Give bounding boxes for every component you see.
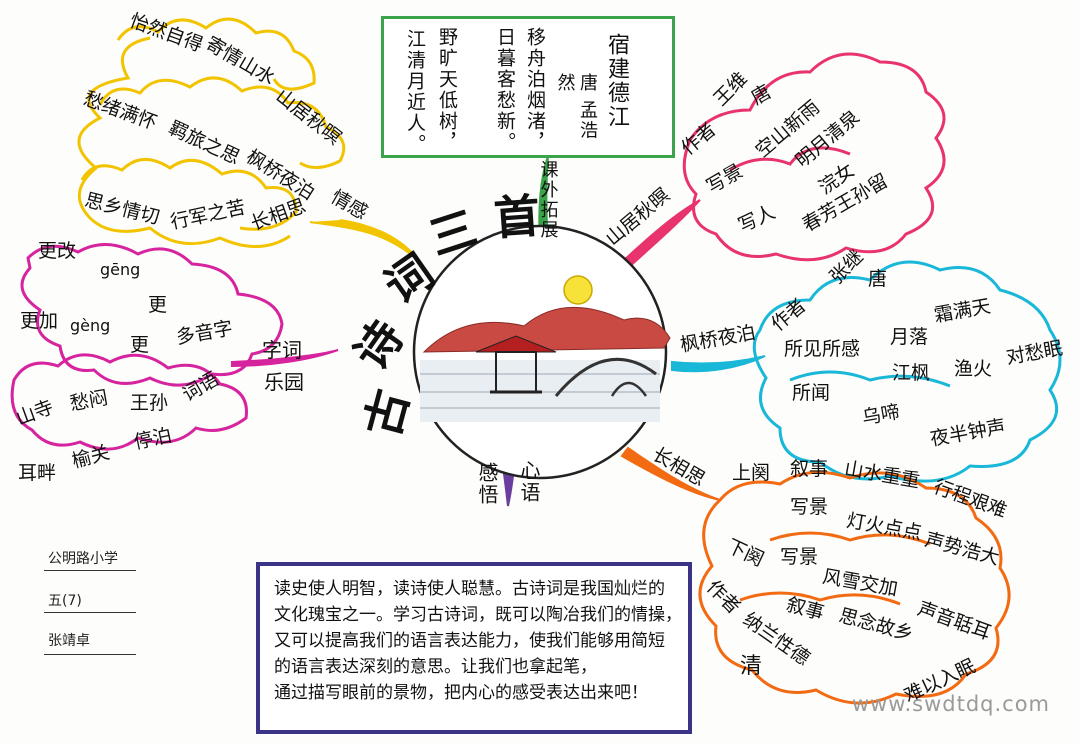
poem-line-2: 日暮客愁新。 [494,27,516,153]
fengqiao-seen-1: 月落 [890,326,929,348]
note-box: 读史使人明智，读诗使人聪慧。古诗词是我国灿烂的 文化瑰宝之一。学习古诗词，既可以… [256,562,692,734]
poem-box: 宿建德江 唐 孟浩然 移舟泊烟渚， 日暮客愁新。 野旷天低树， 江清月近人。 [381,16,675,158]
cxs-up-scene: 写景 [790,496,829,518]
phrase-3: 王孙 [130,392,169,414]
note-line-2: 文化瑰宝之一。学习古诗词，既可以陶冶我们的情操， [274,605,682,625]
shanju-clouds [682,52,946,262]
words-clouds [10,242,284,451]
title-char-5: 首 [492,188,542,246]
student-name: 张靖卓 [48,633,90,649]
words-item-4: 更加 [20,310,59,332]
changxiangsi-clouds [698,470,1011,705]
cxs-up-label: 上阕 [732,462,771,484]
extra-label: 课外拓展 [537,160,559,240]
fengqiao-dynasty: 唐 [868,268,888,290]
words-label-a: 字词 [262,338,302,362]
cxs-up-narr: 叙事 [790,458,829,480]
note-line-1: 读史使人明智，读诗使人聪慧。古诗词是我国灿烂的 [274,579,665,599]
emotion-branch [309,219,421,263]
poem-title: 宿建德江 [604,33,629,129]
words-item-2: gēng [100,260,141,279]
poem-line-4: 江清月近人。 [404,29,426,155]
fengqiao-seen-4: 渔火 [954,358,993,380]
words-item-3: 更 [148,294,168,316]
words-item-6: 更 [130,334,150,356]
poem-line-1: 移舟泊烟渚， [524,27,546,153]
note-line-5: 通过描写眼前的景物，把内心的感受表达出来吧！ [274,683,648,703]
fengqiao-branch [671,355,766,373]
note-line-3: 又可以提高我们的语言表达能力，使我们能够用简短 [274,631,665,651]
fengqiao-seen-3: 江枫 [892,362,931,384]
poem-author: 唐 孟浩然 [554,73,599,141]
heart-label: 心语 [517,460,541,504]
fengqiao-seen-label: 所见所感 [784,338,861,360]
school-name: 公明路小学 [48,551,118,567]
name-underline [44,654,136,655]
words-label-b: 乐园 [264,370,304,394]
cxs-down-scene: 写景 [780,546,819,568]
class-underline [44,612,136,613]
words-item-1: 更改 [38,240,77,262]
fengqiao-heard-label: 所闻 [792,382,831,404]
emotion-clouds [77,17,346,248]
watermark: www.swdtdq.com [851,692,1050,716]
school-underline [44,570,136,571]
feeling-label: 感悟 [475,462,499,506]
words-item-5: gèng [70,316,111,335]
phrase-4: 耳畔 [18,462,57,484]
note-line-4: 的语言表达深刻的意思。让我们也拿起笔， [274,657,597,677]
center-illustration [412,224,671,480]
poem-line-3: 野旷天低树， [436,27,458,153]
cxs-dynasty: 清 [740,654,763,679]
words-branch [231,349,339,368]
changxiangsi-branch [620,446,721,501]
shanju-branch [620,199,701,270]
class-name: 五(7) [48,593,82,609]
fengqiao-clouds [752,260,1062,483]
